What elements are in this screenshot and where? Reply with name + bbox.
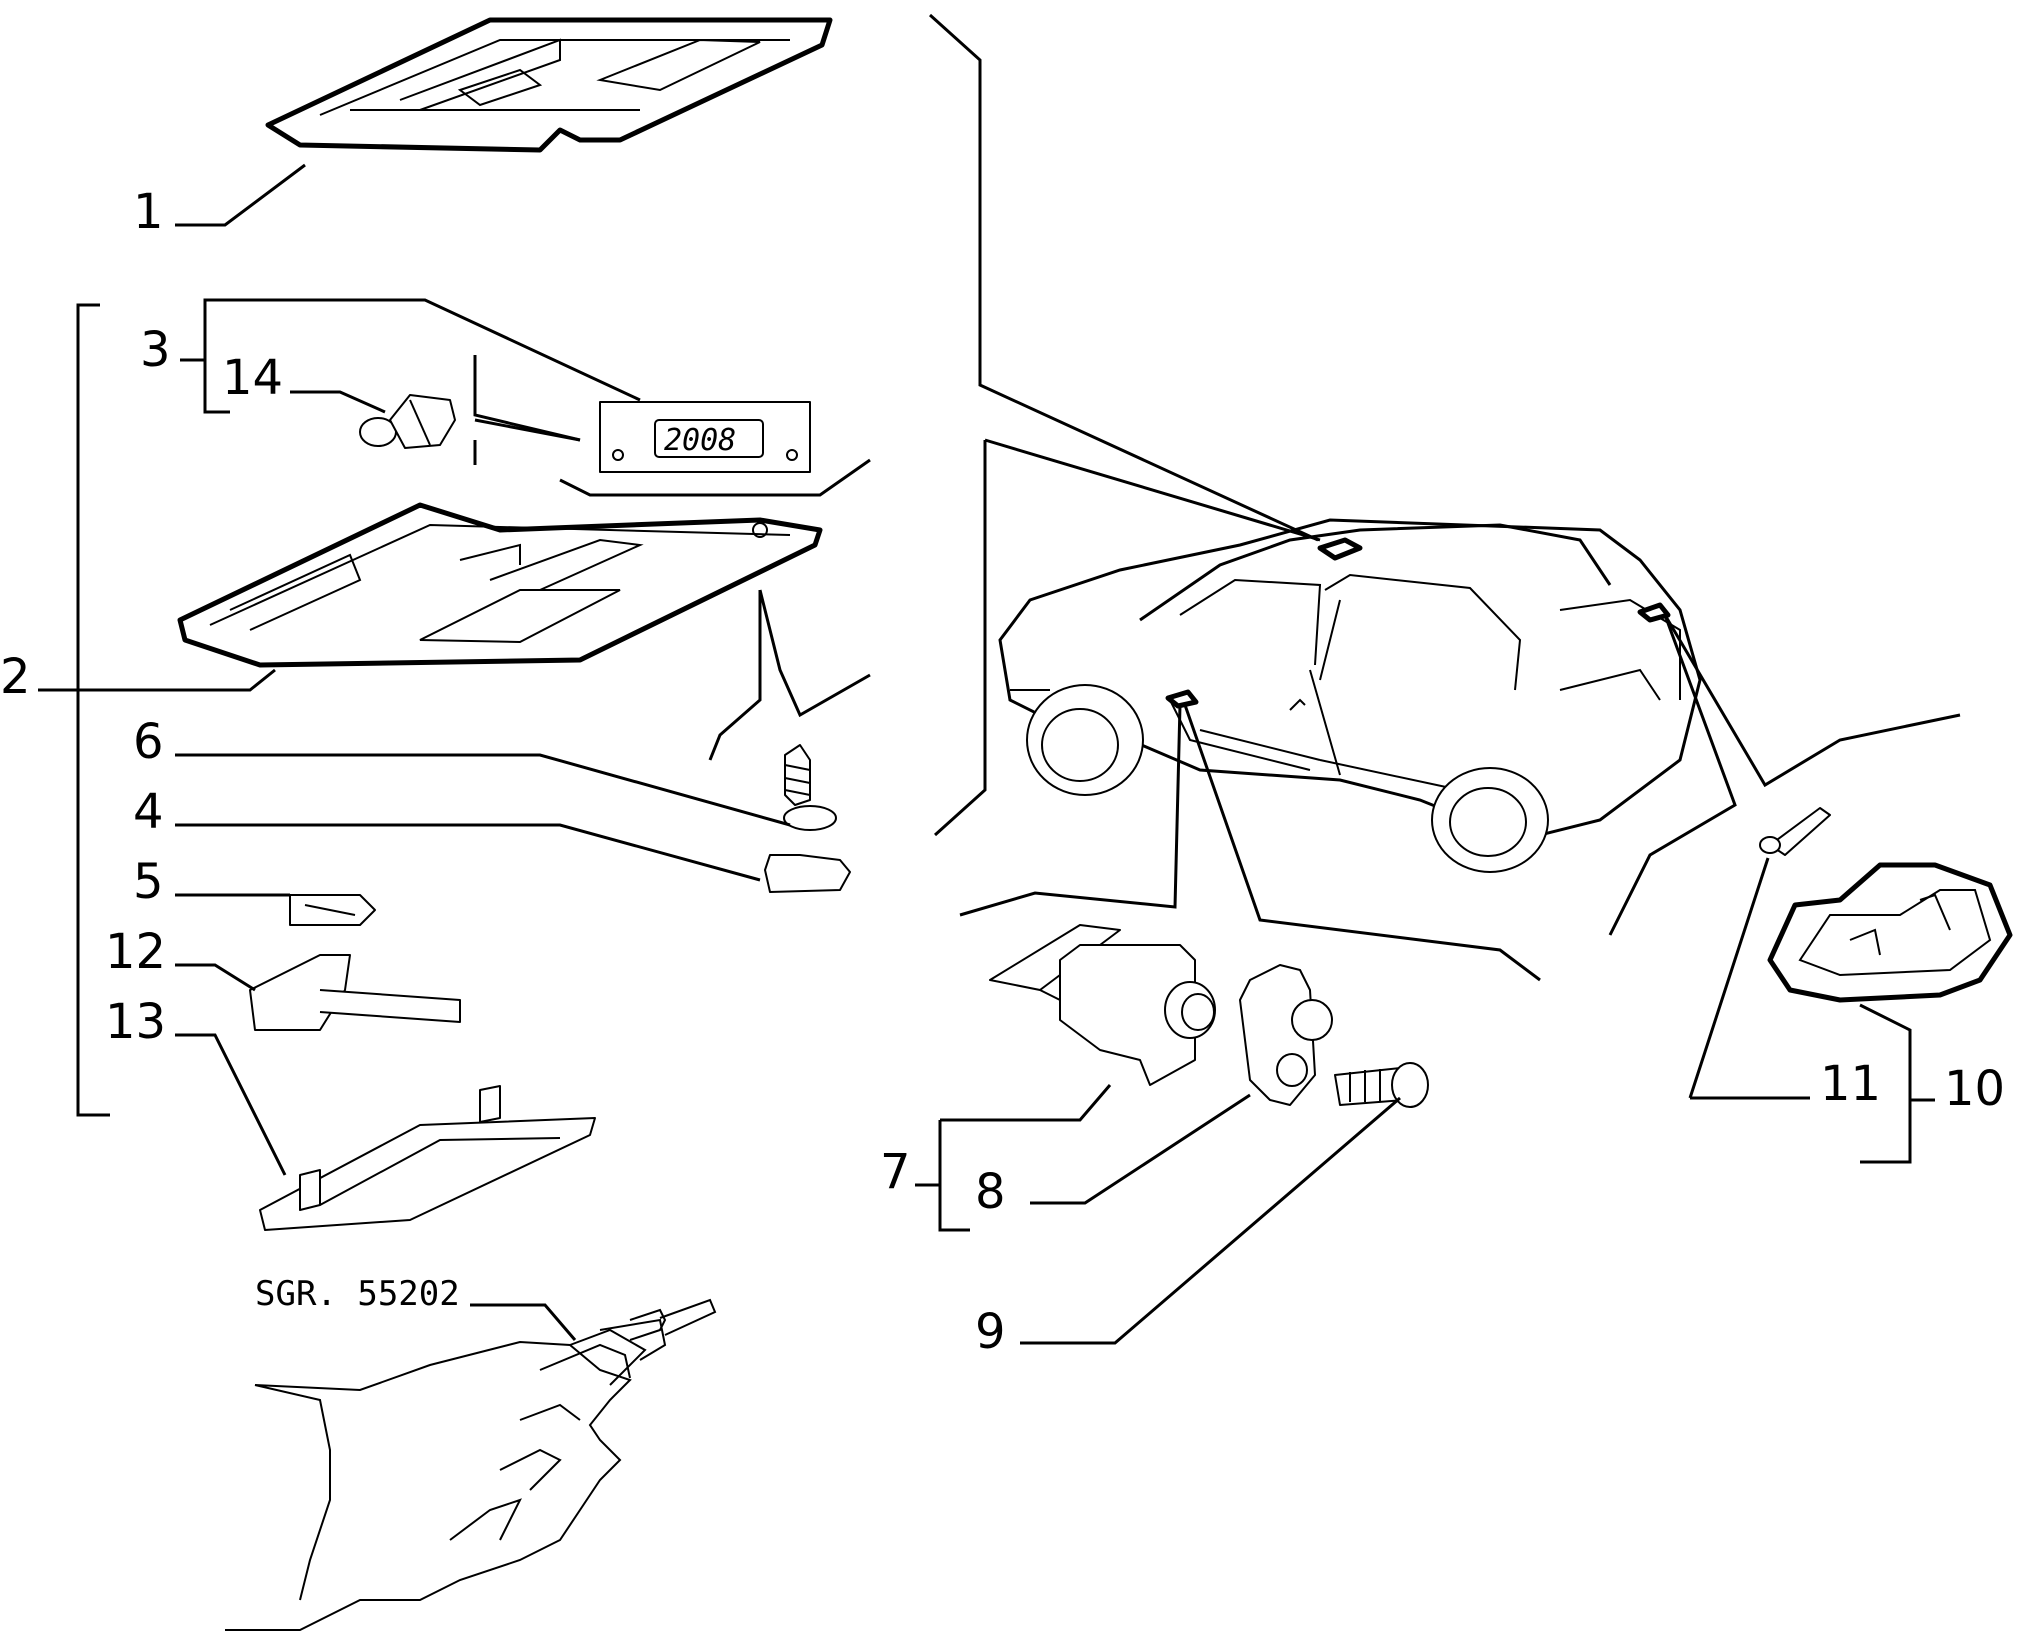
- part-5-bulb: [289, 894, 376, 926]
- label-5: 5: [133, 854, 164, 910]
- part-8-door-switch: [989, 924, 1216, 1086]
- label-6: 6: [133, 714, 164, 770]
- label-11: 11: [1820, 1056, 1881, 1112]
- label-7: 7: [880, 1144, 911, 1200]
- label-9: 9: [975, 1304, 1006, 1360]
- part-3-clock-display: 2008: [599, 401, 811, 473]
- part-13-lens-cover: [259, 1085, 596, 1231]
- part-12-light-guide: [249, 954, 461, 1031]
- part-14-bulb-holder: [359, 394, 456, 449]
- label-13: 13: [105, 994, 166, 1050]
- label-2: 2: [0, 649, 31, 705]
- display-readout: 2008: [664, 423, 736, 458]
- label-10: 10: [1944, 1061, 2005, 1117]
- part-10-boot-lamp: [1767, 862, 2013, 1003]
- leader-lines: [38, 13, 1961, 1345]
- part-1-lamp-housing: [265, 17, 833, 153]
- part-6-screw: [783, 744, 837, 831]
- label-4: 4: [133, 784, 164, 840]
- part-2-lamp-tray: [177, 502, 823, 668]
- part-4-clip: [764, 854, 851, 893]
- label-12: 12: [105, 924, 166, 980]
- tool-reference: SGR. 55202: [255, 1274, 460, 1314]
- part-9-switch-gasket: [1239, 964, 1333, 1106]
- label-8: 8: [975, 1164, 1006, 1220]
- part-9-screw: [1334, 1062, 1429, 1108]
- label-14: 14: [222, 350, 283, 406]
- car-illustration: [998, 518, 1702, 873]
- part-number-labels: 1 2 3 4 5 6 7 8 9 10 11 12 13 14 SGR. 55…: [0, 184, 2005, 1360]
- hand-with-key-illustration: [225, 1298, 717, 1631]
- label-3: 3: [140, 322, 171, 378]
- label-1: 1: [133, 184, 164, 240]
- part-11-bulb: [1759, 807, 1831, 856]
